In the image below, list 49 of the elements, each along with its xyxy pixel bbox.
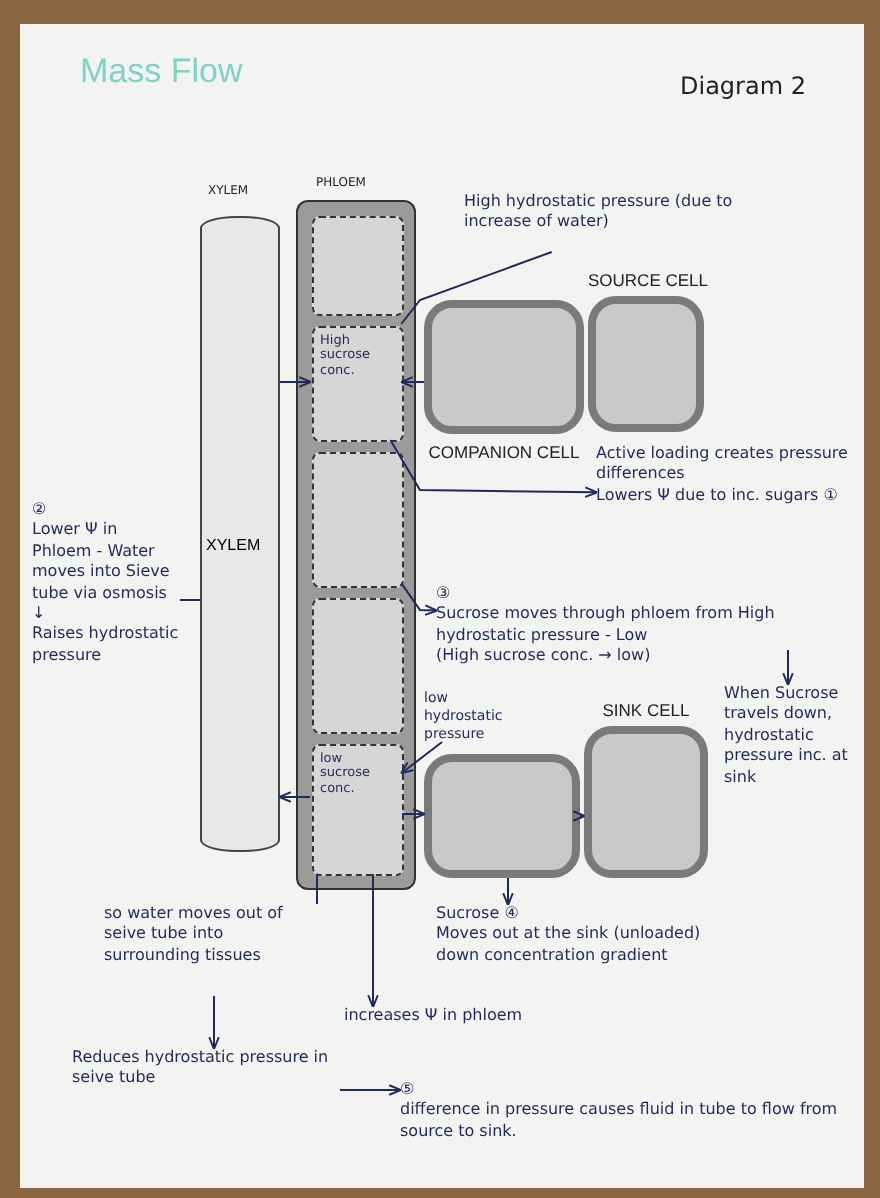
handwritten-note: Sucrose moves through phloem from High hydrostatic pressure - Low xyxy=(436,604,777,647)
handwritten-note: High hydrostatic pressure (due to increase of water) xyxy=(464,192,735,234)
handwritten-note: so water moves out of seive tube into surrounding tissues xyxy=(104,904,285,967)
handwritten-note: ↓ xyxy=(32,603,48,625)
handwritten-note: Sucrose ④ xyxy=(436,904,521,925)
arrow xyxy=(401,808,427,820)
handwritten-note: ② xyxy=(32,500,49,521)
handwritten-note: Raises hydrostatic pressure xyxy=(32,624,180,667)
companion-cell xyxy=(424,754,580,878)
sieve-tube-element xyxy=(312,326,404,442)
leader-line xyxy=(400,251,553,325)
handwritten-note: ⑤ xyxy=(400,1080,417,1101)
arrow xyxy=(399,376,425,388)
arrow xyxy=(401,583,439,616)
arrow xyxy=(502,877,514,907)
arrow xyxy=(277,791,311,803)
handwritten-note: down concentration gradient xyxy=(436,945,670,967)
arrow xyxy=(367,873,379,1009)
vessel-label: XYLEM xyxy=(206,536,261,554)
sieve-tube-element xyxy=(312,744,404,876)
handwritten-note: (High sucrose conc. → low) xyxy=(436,646,653,668)
handwritten-note: increases Ψ in phloem xyxy=(344,1006,525,1027)
sieve-tube-element xyxy=(312,598,404,734)
handwritten-note: difference in pressure causes fluid in tube to flow from source to sink. xyxy=(400,1100,840,1143)
arrow xyxy=(572,810,587,822)
arrow xyxy=(389,439,599,498)
cell-heading: SINK CELL xyxy=(600,700,692,720)
leader-line xyxy=(179,599,201,601)
diagram-number: Diagram 2 xyxy=(680,72,806,100)
handwritten-note: Lowers Ψ due to inc. sugars ① xyxy=(596,485,840,507)
cell-heading: COMPANION CELL xyxy=(426,442,582,462)
arrow xyxy=(400,741,444,775)
handwritten-note: Lower Ψ in Phloem - Water moves into Sieve tube via osmosis xyxy=(32,520,172,604)
cell-heading: SOURCE CELL xyxy=(588,270,704,290)
sieve-tube-element xyxy=(312,452,404,588)
handwritten-note: Reduces hydrostatic pressure in seive tube xyxy=(72,1048,331,1090)
arrow xyxy=(208,995,220,1051)
phloem-sieve-tube xyxy=(296,200,416,890)
sieve-tube-element xyxy=(312,216,404,316)
arrow xyxy=(782,649,794,687)
handwritten-note: Moves out at the sink (unloaded) xyxy=(436,924,703,946)
handwritten-note: ③ xyxy=(436,584,453,605)
handwritten-note: When Sucrose travels down, hydrostatic pressure inc. at sink xyxy=(724,684,850,788)
xylem-vessel xyxy=(200,216,280,852)
arrow xyxy=(279,376,313,388)
arrow xyxy=(339,1084,403,1096)
leader-line xyxy=(316,873,318,905)
handwritten-note: Active loading creates pressure differences xyxy=(596,444,850,486)
title: Mass Flow xyxy=(80,52,243,92)
